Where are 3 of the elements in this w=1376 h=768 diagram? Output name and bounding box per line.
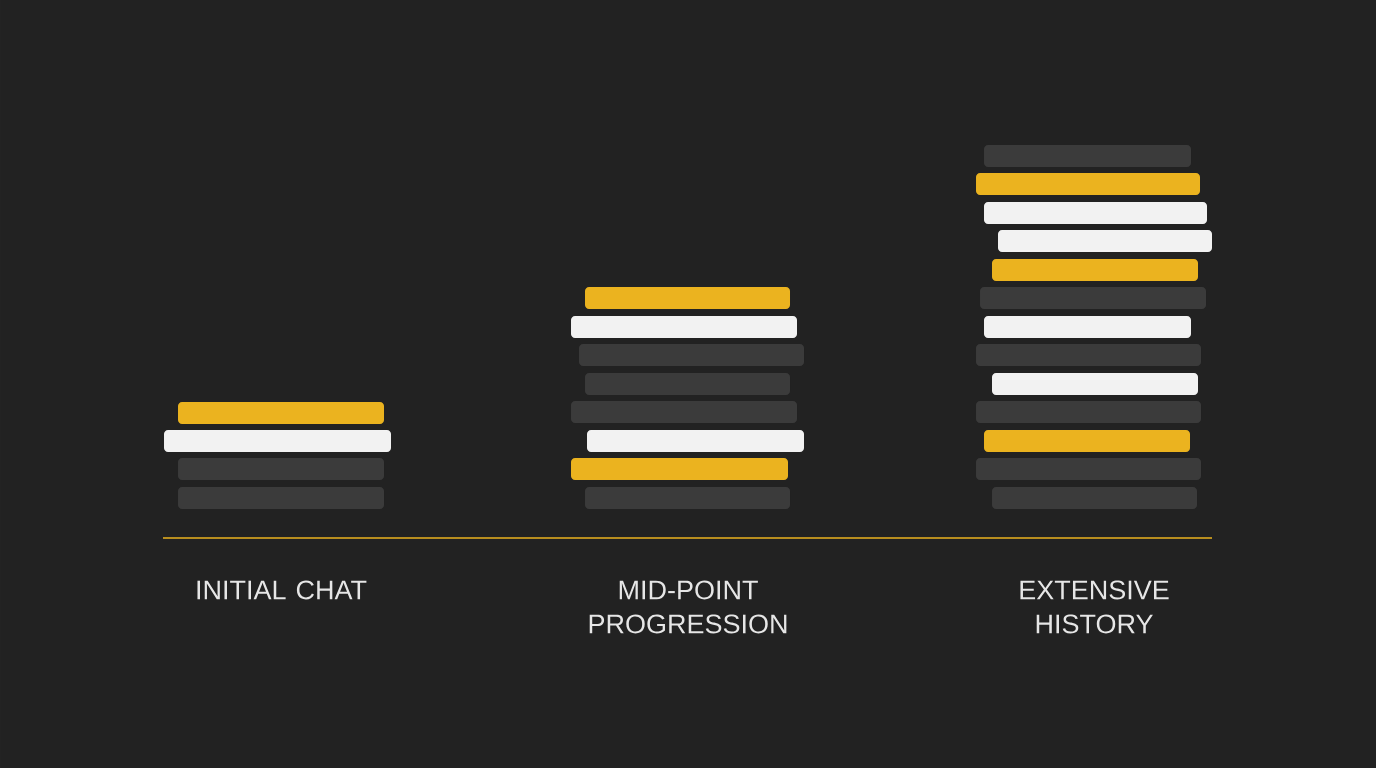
label-text: MID-POINT PROGRESSION	[589, 580, 787, 634]
label-text: EXTENSIVE HISTORY	[1020, 580, 1169, 634]
label-text: INITIAL CHAT	[197, 580, 367, 600]
